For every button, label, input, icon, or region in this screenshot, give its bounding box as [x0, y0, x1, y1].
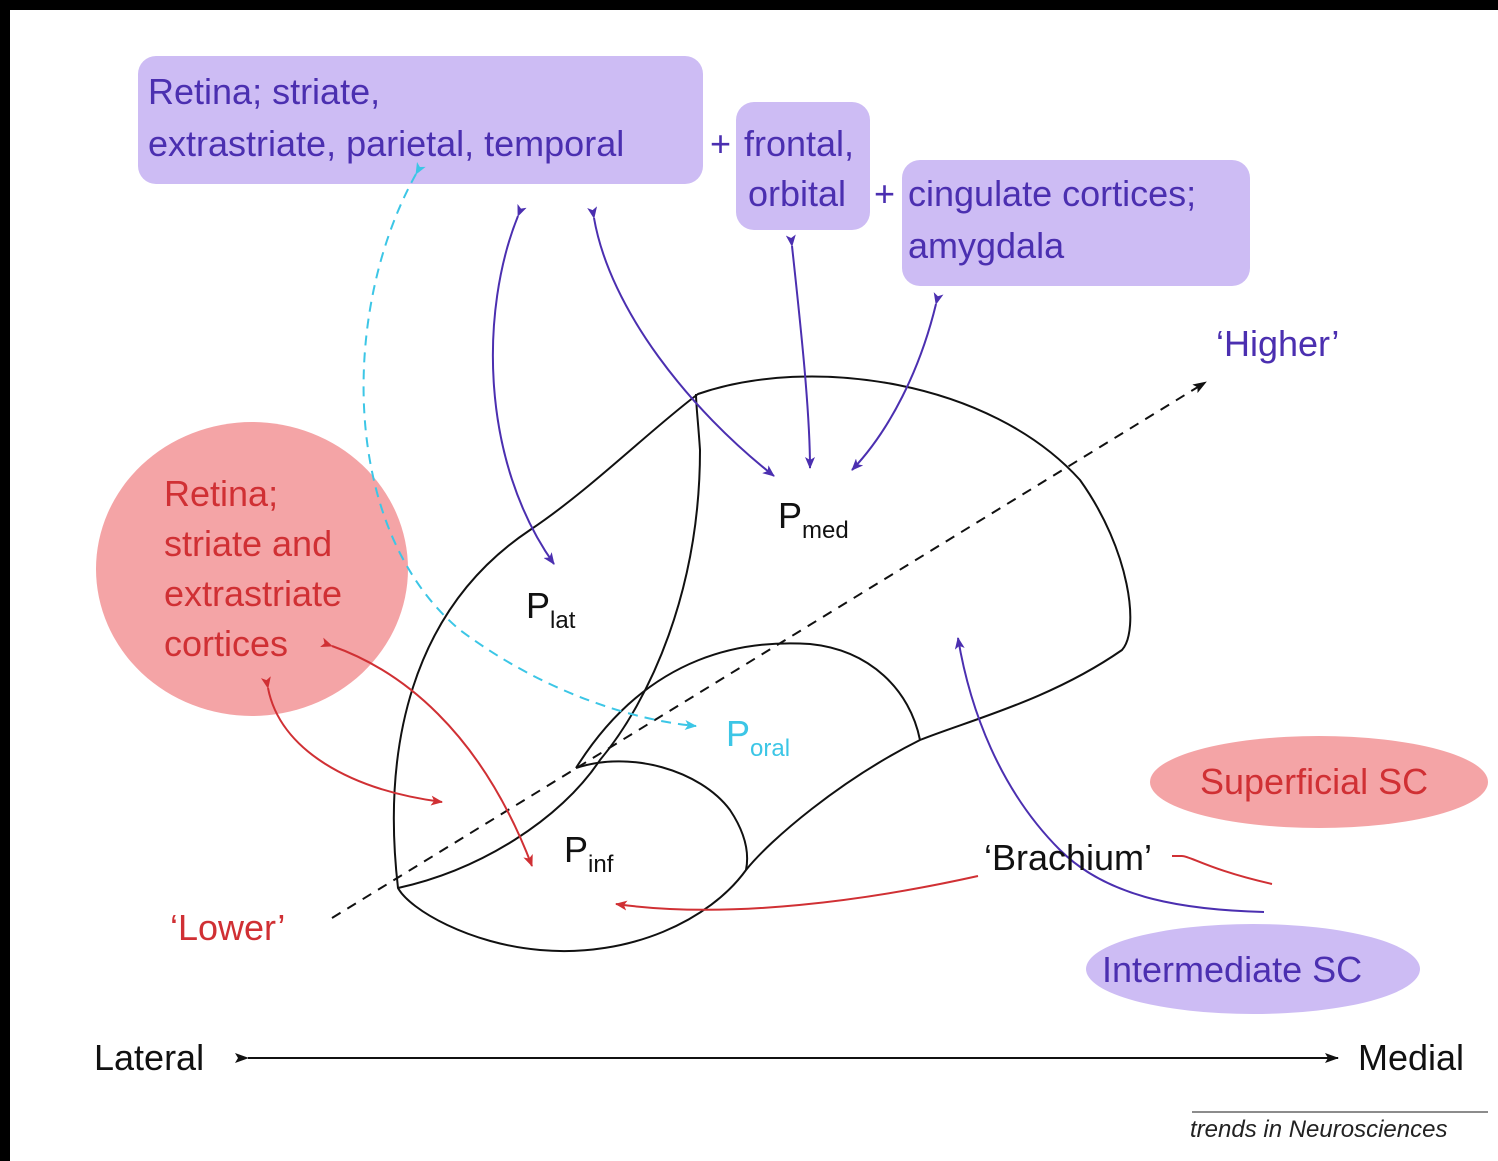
cingulate-label-line1: cingulate cortices;	[908, 173, 1197, 214]
superficial-sc-label: Superficial SC	[1200, 761, 1429, 802]
medial-label: Medial	[1358, 1037, 1465, 1078]
lateral-label: Lateral	[94, 1037, 205, 1078]
superficial-sc-arrow	[615, 875, 979, 911]
plus-sign-1: +	[710, 123, 732, 164]
pulvinar-diagram	[235, 161, 1488, 1113]
cingulate-label-line2: amygdala	[908, 225, 1065, 266]
higher-label: ‘Higher’	[1216, 323, 1340, 364]
intermediate-sc-label: Intermediate SC	[1102, 949, 1363, 990]
pmed-temporal-arrow	[587, 206, 775, 477]
journal-credit: trends in Neurosciences	[1190, 1116, 1448, 1143]
intermediate-sc-arrow	[954, 637, 1265, 913]
poral-cortex-arrow	[362, 161, 697, 730]
frontal-label-line2: orbital	[748, 173, 847, 214]
retina-blob-line2: striate and	[164, 523, 333, 564]
cortex-label-line1: Retina; striate,	[148, 71, 381, 112]
retina-blob-line3: extrastriate	[164, 573, 343, 614]
frontal-label-line1: frontal,	[744, 123, 855, 164]
brachium-red-line	[1172, 855, 1273, 885]
retina-blob-line1: Retina;	[164, 473, 279, 514]
retina-pinf-arrow	[319, 637, 533, 867]
retina-blob-line4: cortices	[164, 623, 289, 664]
p-med-label: Pmed	[778, 495, 849, 544]
pmed-frontal-arrow	[785, 234, 815, 469]
p-lat-label: Plat	[526, 585, 576, 634]
cingulate-box	[902, 160, 1250, 286]
p-inf-label: Pinf	[564, 829, 614, 878]
superficial-sc-blob	[1150, 736, 1488, 828]
cortex-label-line2: extrastriate, parietal, temporal	[148, 123, 625, 164]
brachium-label: ‘Brachium’	[984, 837, 1153, 878]
retina-lateral-arrow	[260, 676, 443, 806]
plat-cortex-arrow	[491, 203, 555, 565]
plus-sign-2: +	[874, 173, 896, 214]
diagram-canvas: Retina; striate, extrastriate, parietal,…	[10, 10, 1498, 1161]
lower-label: ‘Lower’	[170, 907, 286, 948]
intermediate-sc-blob	[1086, 924, 1420, 1014]
p-oral-label: Poral	[726, 713, 791, 762]
pmed-cingulate-arrow	[851, 292, 944, 471]
